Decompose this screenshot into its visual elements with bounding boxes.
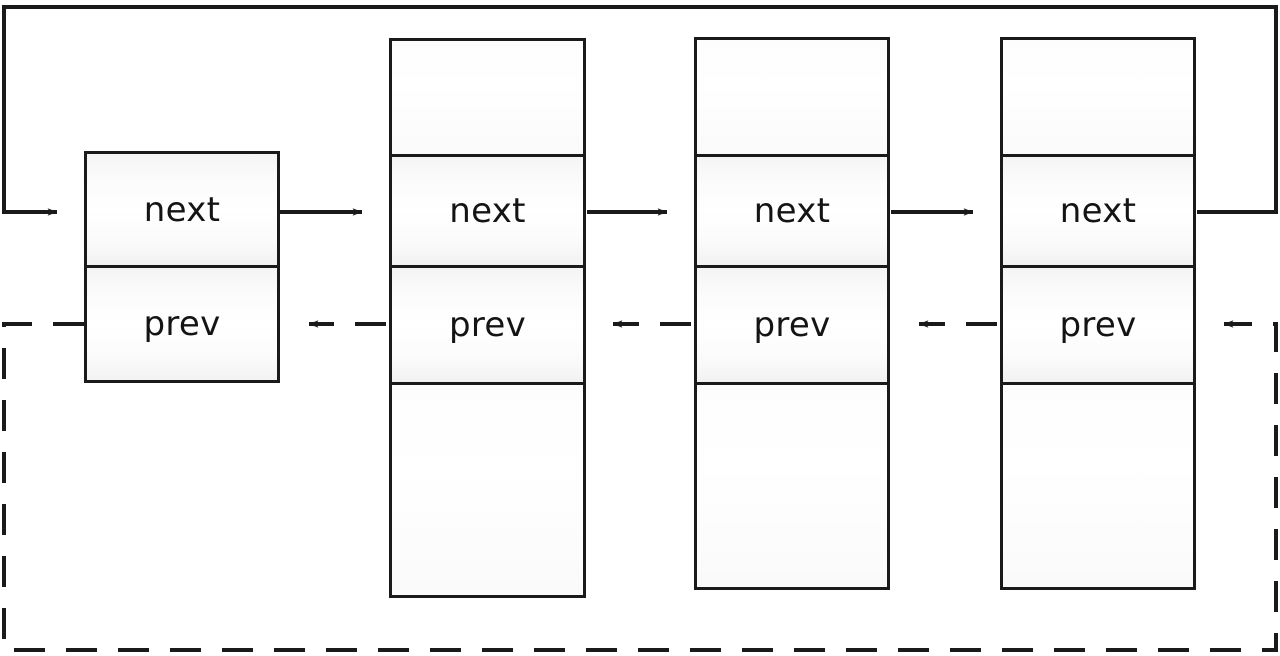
node-1-prev-cell[interactable]: prev (87, 265, 277, 380)
list-node-3[interactable]: next prev (694, 37, 890, 590)
node-2-bottom-blank-cell (392, 382, 583, 595)
node-2-prev-cell[interactable]: prev (392, 264, 583, 383)
list-node-4[interactable]: next prev (1000, 37, 1196, 590)
node-4-prev-label: prev (1059, 304, 1137, 345)
node-4-bottom-blank-cell (1003, 382, 1193, 587)
list-node-1[interactable]: next prev (84, 151, 280, 383)
node-2-next-label: next (449, 190, 526, 231)
node-3-bottom-blank-cell (697, 382, 887, 587)
node-3-prev-label: prev (753, 304, 831, 345)
list-node-2[interactable]: next prev (389, 38, 586, 598)
node-3-next-label: next (753, 190, 831, 231)
node-1-prev-label: prev (143, 304, 221, 344)
node-3-top-blank-cell (697, 40, 887, 154)
node-1-next-label: next (143, 189, 221, 230)
node-4-top-blank-cell (1003, 40, 1193, 154)
node-2-top-blank-cell (392, 41, 583, 154)
node-4-prev-cell[interactable]: prev (1003, 264, 1193, 383)
node-2-next-cell[interactable]: next (392, 153, 583, 265)
prev-arrow-wraparound-node1-to-node4 (2, 320, 1278, 652)
node-4-next-label: next (1059, 190, 1137, 231)
node-1-next-cell[interactable]: next (87, 154, 277, 266)
node-4-next-cell[interactable]: next (1003, 153, 1193, 265)
next-arrow-wraparound-node4-to-node1 (2, 5, 1278, 216)
node-2-prev-label: prev (448, 304, 527, 345)
node-3-prev-cell[interactable]: prev (697, 264, 887, 383)
node-3-next-cell[interactable]: next (697, 153, 887, 265)
